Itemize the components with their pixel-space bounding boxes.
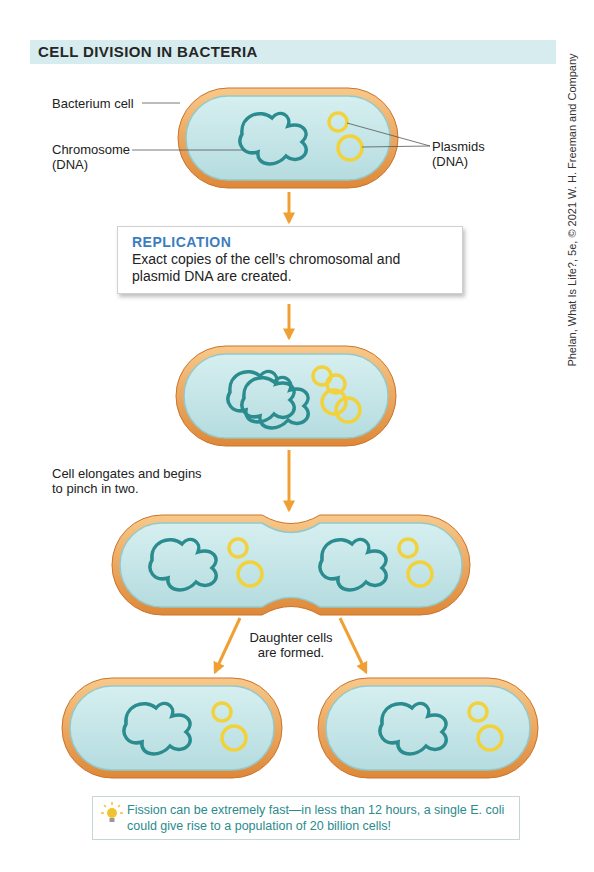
ray — [120, 812, 123, 814]
bulb-rays — [101, 802, 123, 813]
bulb-base — [110, 818, 115, 822]
flow-arrow — [288, 192, 291, 222]
chromosome — [380, 703, 446, 753]
title-band — [30, 40, 556, 64]
note-box: Fission can be extremely fast—in less th… — [92, 796, 520, 840]
bulb — [107, 808, 117, 818]
replicating-cell — [176, 346, 396, 446]
box-heading: Fission can be extremely fast—in less th… — [127, 802, 509, 834]
ray — [101, 812, 104, 814]
leader-line — [142, 103, 180, 104]
leader-line — [347, 123, 430, 146]
leader-line — [132, 150, 244, 151]
part-label: Bacterium cell — [52, 96, 144, 111]
chromosome — [124, 703, 190, 753]
ray — [104, 805, 106, 807]
box-heading: REPLICATION — [132, 234, 448, 251]
chromosome-copy — [242, 377, 308, 427]
flow-arrow — [215, 618, 240, 672]
plasmids — [229, 539, 262, 586]
plasmids — [213, 703, 246, 750]
flow-arrow — [288, 304, 291, 338]
diagram-title: CELL DIVISION IN BACTERIA — [38, 43, 258, 60]
daughter-cell — [318, 678, 538, 778]
chromosome — [320, 539, 386, 589]
dividing-cell-membrane — [112, 515, 470, 615]
bacterium-cell — [178, 88, 398, 188]
dividing-cell-cytoplasm — [120, 523, 462, 607]
chromosome — [150, 539, 216, 589]
chromosome — [240, 113, 306, 163]
plasmids — [329, 113, 362, 160]
plasmids — [469, 703, 502, 750]
credit-line: Phelan, What Is Life?, 5e, © 2021 W. H. … — [565, 15, 579, 405]
step-note: Daughter cells are formed. — [240, 630, 342, 660]
plasmids — [399, 539, 432, 586]
box-body: Exact copies of the cell’s chromosomal a… — [132, 251, 448, 285]
lightbulb-icon — [101, 802, 123, 822]
part-label: Chromosome (DNA) — [52, 142, 136, 172]
ray — [118, 805, 120, 807]
plasmids-copy — [327, 375, 360, 422]
ray — [111, 802, 113, 805]
process-box: REPLICATIONExact copies of the cell’s ch… — [117, 226, 463, 294]
leader-line — [362, 146, 430, 147]
step-note: Cell elongates and begins to pinch in tw… — [52, 466, 204, 496]
daughter-cell — [62, 678, 282, 778]
flow-arrow — [288, 450, 291, 510]
flow-arrow — [340, 618, 366, 672]
part-label: Plasmids (DNA) — [432, 139, 496, 169]
